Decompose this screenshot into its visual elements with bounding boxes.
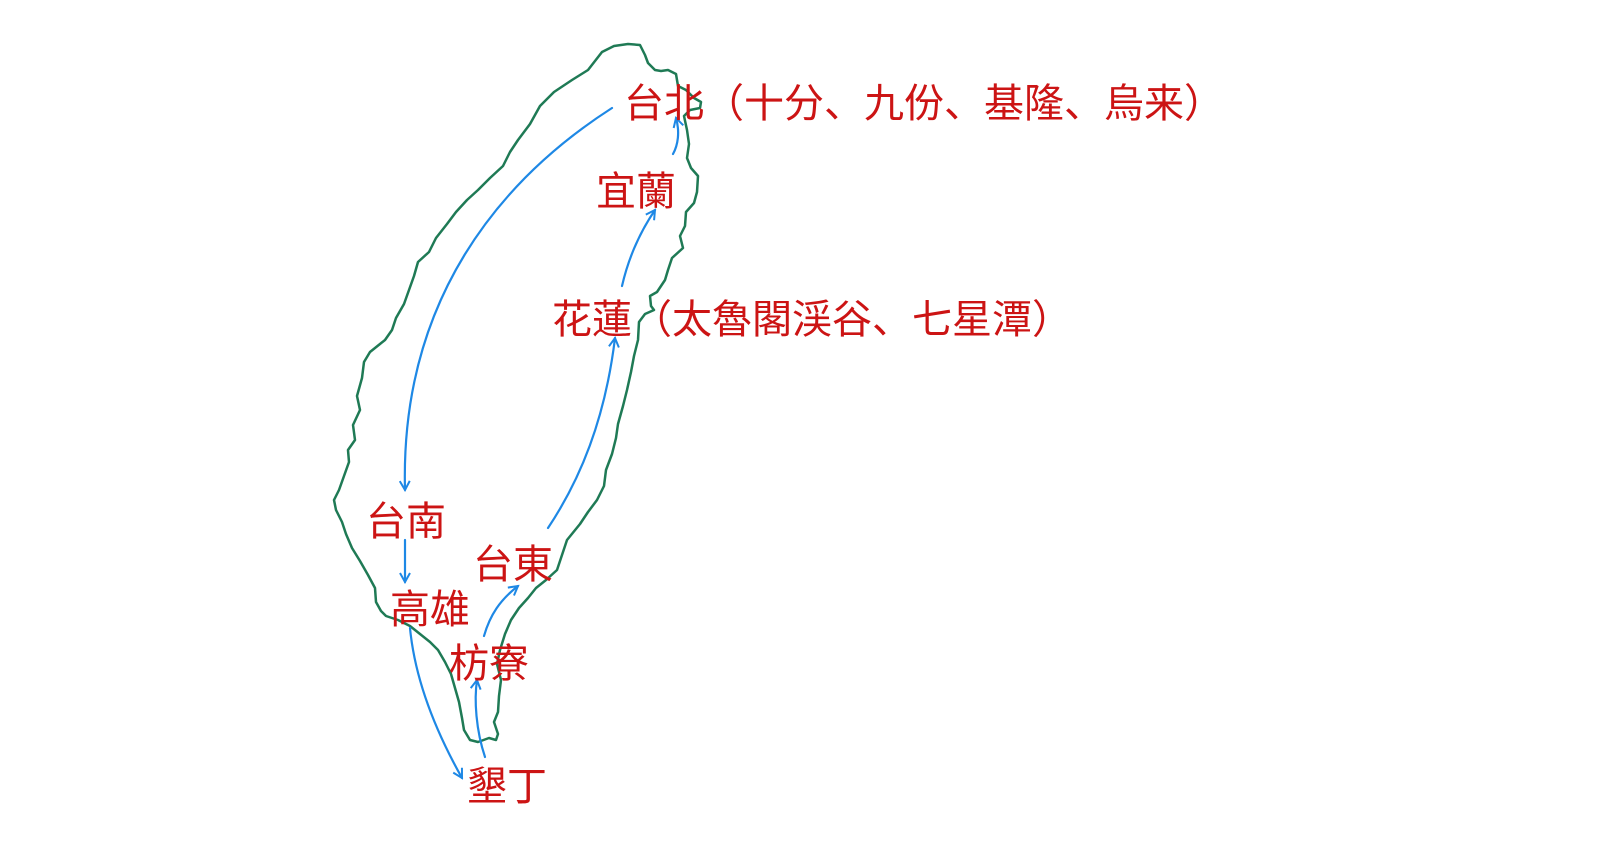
- route-kaohsiung-kenting: [408, 626, 464, 778]
- stop-detail: （十分、九份、基隆、烏来）: [704, 81, 1224, 127]
- route-yilan-taipei: [671, 118, 678, 156]
- stop-name: 台東: [473, 542, 553, 588]
- taiwan-outline: [332, 42, 703, 744]
- route-lines: [405, 106, 678, 778]
- route-hualien-yilan: [620, 210, 655, 288]
- route-taitung-hualien: [546, 338, 615, 530]
- stop-detail: （太魯閣渓谷、七星潭）: [632, 297, 1072, 343]
- label-fangliao: 枋寮: [449, 644, 529, 684]
- route-taipei-tainan: [405, 106, 614, 490]
- route-fangliao-taitung: [482, 586, 518, 638]
- stop-name: 台北: [624, 81, 704, 127]
- stop-name: 墾丁: [467, 764, 547, 810]
- label-kenting: 墾丁: [467, 767, 547, 807]
- stop-name: 枋寮: [449, 641, 529, 687]
- label-taipei: 台北（十分、九份、基隆、烏来）: [624, 84, 1224, 124]
- label-yilan: 宜蘭: [596, 172, 676, 212]
- label-hualien: 花蓮（太魯閣渓谷、七星潭）: [552, 300, 1072, 340]
- label-kaohsiung: 高雄: [390, 590, 470, 630]
- label-tainan: 台南: [366, 502, 446, 542]
- label-taitung: 台東: [473, 545, 553, 585]
- route-kenting-fangliao: [476, 680, 487, 759]
- stop-name: 高雄: [390, 587, 470, 633]
- stop-name: 台南: [366, 499, 446, 545]
- stop-name: 花蓮: [552, 297, 632, 343]
- stop-name: 宜蘭: [596, 169, 676, 215]
